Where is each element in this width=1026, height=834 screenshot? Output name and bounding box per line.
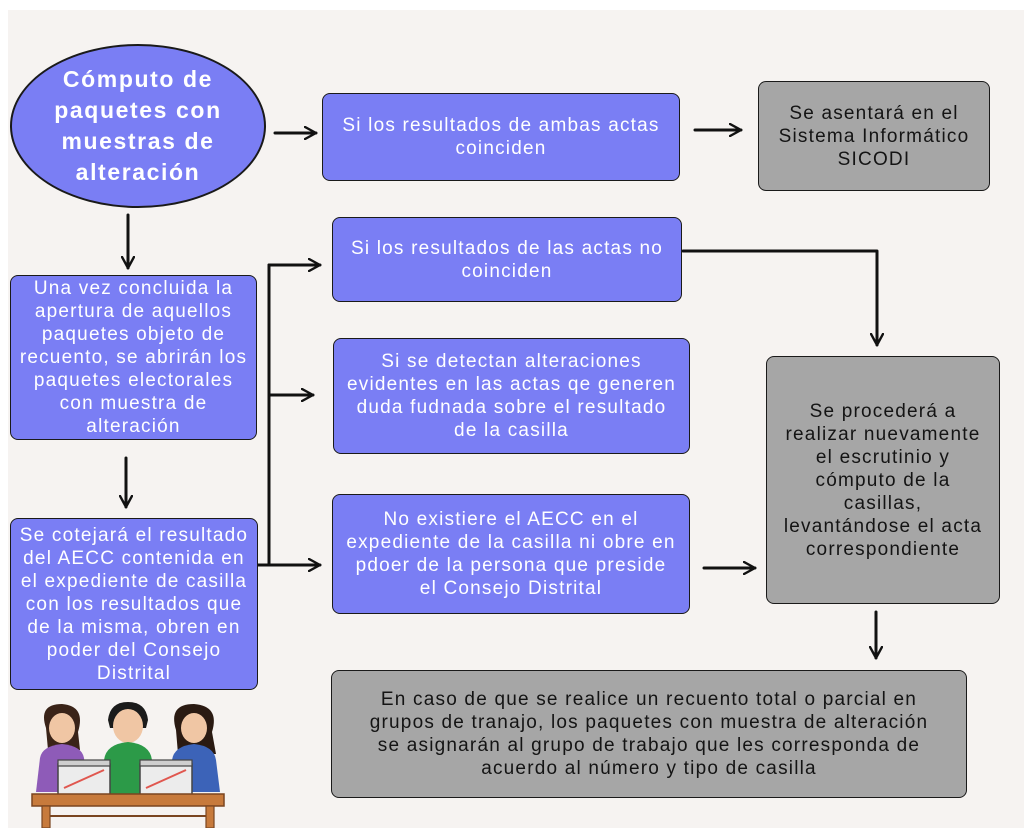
no-coinciden-box: Si los resultados de las actas no coinci…: [332, 217, 682, 302]
start-ellipse: Cómputo de paquetes con muestras de alte…: [10, 44, 266, 208]
bus-line: [256, 263, 271, 567]
recuento-box: En caso de que se realice un recuento to…: [331, 670, 967, 798]
ballot-box-left-icon: [57, 759, 111, 797]
apertura-box: Una vez concluida la apertura de aquello…: [10, 275, 257, 440]
table-icon: [31, 793, 225, 828]
alteraciones-box: Si se detectan alteraciones evidentes en…: [333, 338, 690, 454]
arrow-no-coinciden-to-escrutinio: [681, 249, 877, 347]
sicodi-box: Se asentará en el Sistema Informático SI…: [758, 81, 990, 191]
escrutinio-box: Se procederá a realizar nuevamente el es…: [766, 356, 1000, 604]
no-coinciden-label: Si los resultados de las actas no coinci…: [350, 237, 664, 282]
ballot-box-right-icon: [139, 759, 193, 797]
cotejara-label: Se cotejará el resultado del AECC conten…: [19, 524, 249, 684]
no-aecc-label: No existiere el AECC en el expediente de…: [346, 509, 676, 599]
coinciden-label: Si los resultados de ambas actas coincid…: [342, 115, 660, 159]
ballot-counting-illustration: [31, 702, 225, 828]
coinciden-box: Si los resultados de ambas actas coincid…: [322, 93, 680, 181]
sicodi-label: Se asentará en el Sistema Informático SI…: [778, 102, 970, 170]
escrutinio-label: Se procederá a realizar nuevamente el es…: [783, 400, 983, 560]
start-label: Cómputo de paquetes con muestras de alte…: [54, 66, 222, 185]
no-aecc-box: No existiere el AECC en el expediente de…: [332, 494, 690, 614]
alteraciones-label: Si se detectan alteraciones evidentes en…: [346, 351, 677, 441]
apertura-label: Una vez concluida la apertura de aquello…: [19, 278, 248, 437]
cotejara-box: Se cotejará el resultado del AECC conten…: [10, 518, 258, 690]
recuento-label: En caso de que se realice un recuento to…: [369, 689, 929, 779]
